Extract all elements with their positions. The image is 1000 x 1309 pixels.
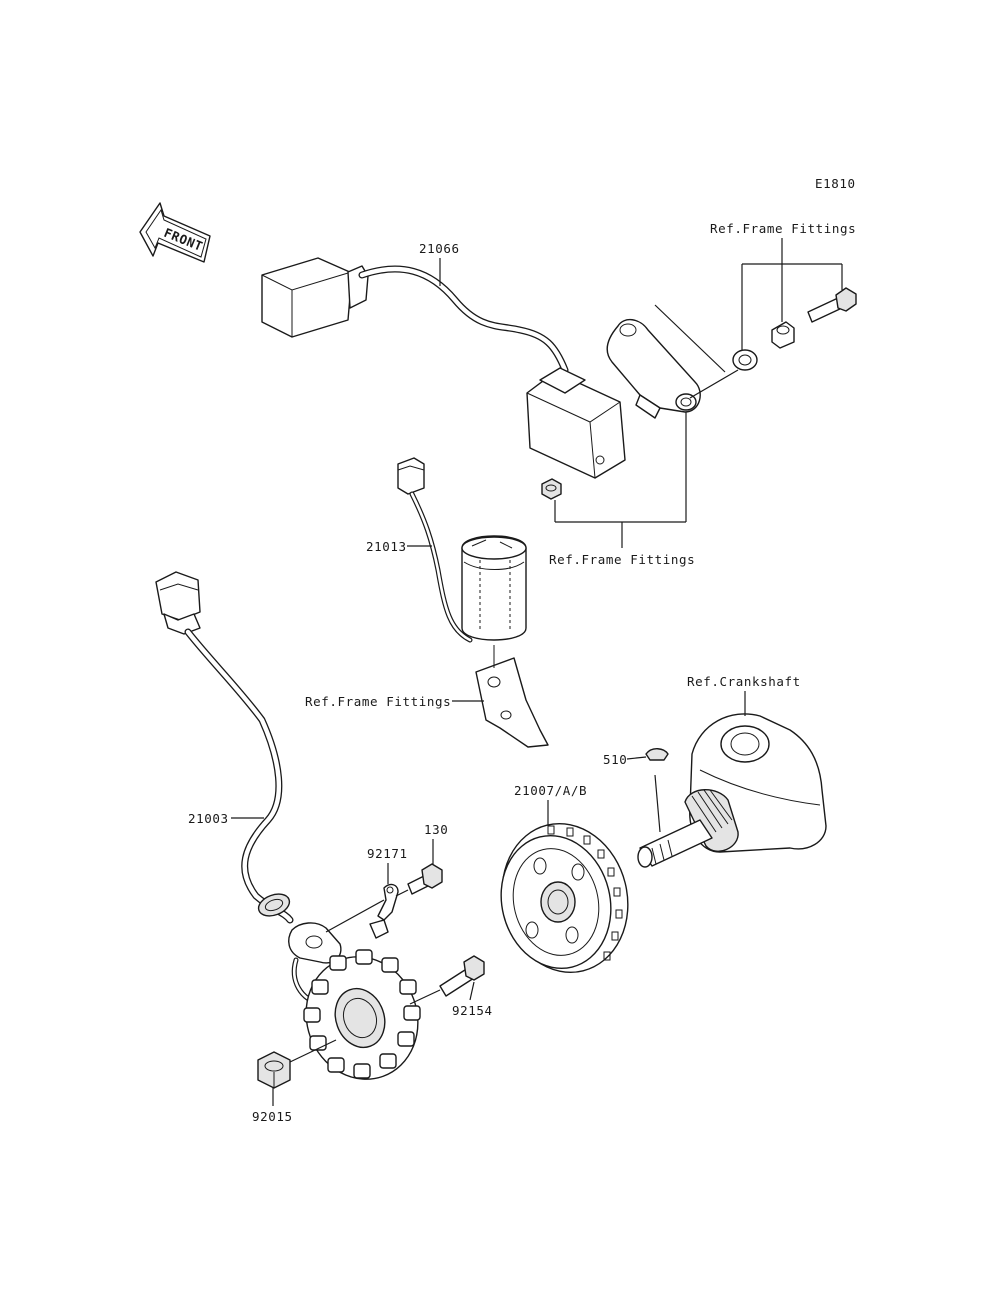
nut-small	[541, 478, 562, 500]
label-ref-crankshaft: Ref.Crankshaft	[687, 674, 801, 689]
label-92171: 92171	[367, 846, 408, 861]
bolt-130	[407, 863, 443, 895]
mounting-bolt	[807, 287, 857, 323]
woodruff-key	[645, 748, 669, 761]
label-ref-frame-bracket: Ref.Frame Fittings	[305, 694, 451, 709]
stator-assembly	[155, 571, 421, 1080]
label-130: 130	[424, 822, 448, 837]
wire-clamp	[369, 883, 399, 939]
crankshaft	[637, 713, 827, 868]
label-21013: 21013	[366, 539, 407, 554]
label-92015: 92015	[252, 1109, 293, 1124]
label-21007: 21007/A/B	[514, 783, 587, 798]
collar	[771, 321, 795, 349]
label-21066: 21066	[419, 241, 460, 256]
rotor	[500, 822, 629, 974]
rubber-damper	[732, 349, 758, 371]
regulator-rectifier	[261, 257, 626, 479]
label-510: 510	[603, 752, 627, 767]
label-92154: 92154	[452, 1003, 493, 1018]
diagram-code: E1810	[815, 176, 856, 191]
bolt-92154	[439, 955, 485, 997]
capacitor-bracket	[475, 645, 549, 748]
label-ref-frame-top: Ref.Frame Fittings	[710, 221, 856, 236]
label-ref-frame-mid: Ref.Frame Fittings	[549, 552, 695, 567]
label-21003: 21003	[188, 811, 229, 826]
regulator-bracket	[606, 319, 701, 419]
nut-92015	[257, 1051, 291, 1089]
front-arrow-icon: FRONT	[139, 202, 211, 263]
capacitor	[397, 457, 527, 643]
